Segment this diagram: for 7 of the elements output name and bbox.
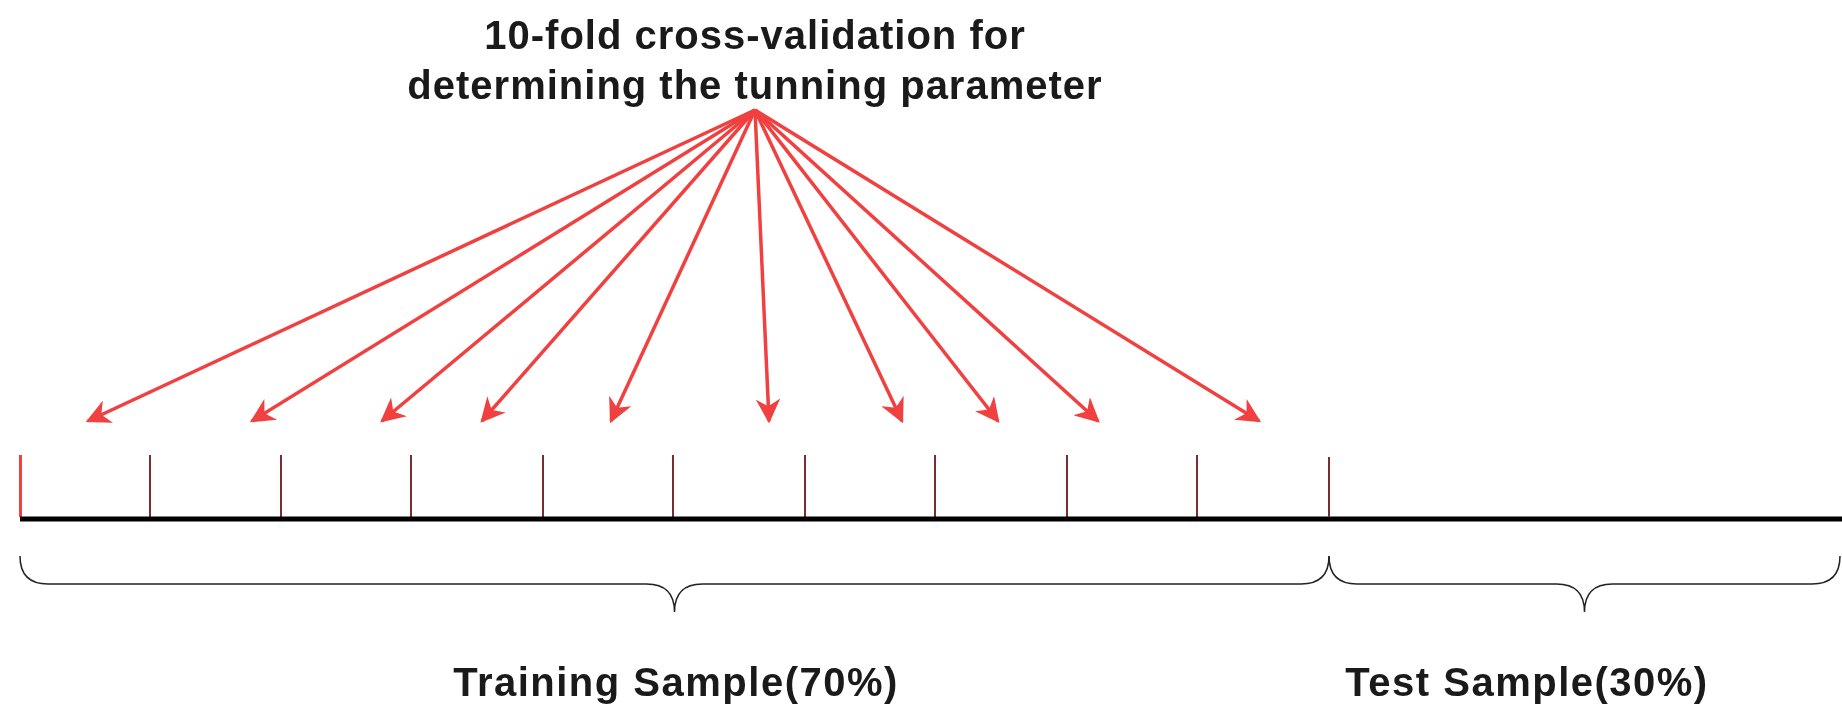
heading-text: 10-fold cross-validation for determining the tunning parameter [365, 10, 1145, 110]
sample-label: Training Sample(70%) [453, 660, 899, 705]
arrow [380, 108, 757, 423]
arrow [754, 108, 1262, 423]
arrow [249, 108, 756, 423]
arrow [753, 108, 1000, 423]
sample-label: Test Sample(30%) [1345, 660, 1709, 705]
